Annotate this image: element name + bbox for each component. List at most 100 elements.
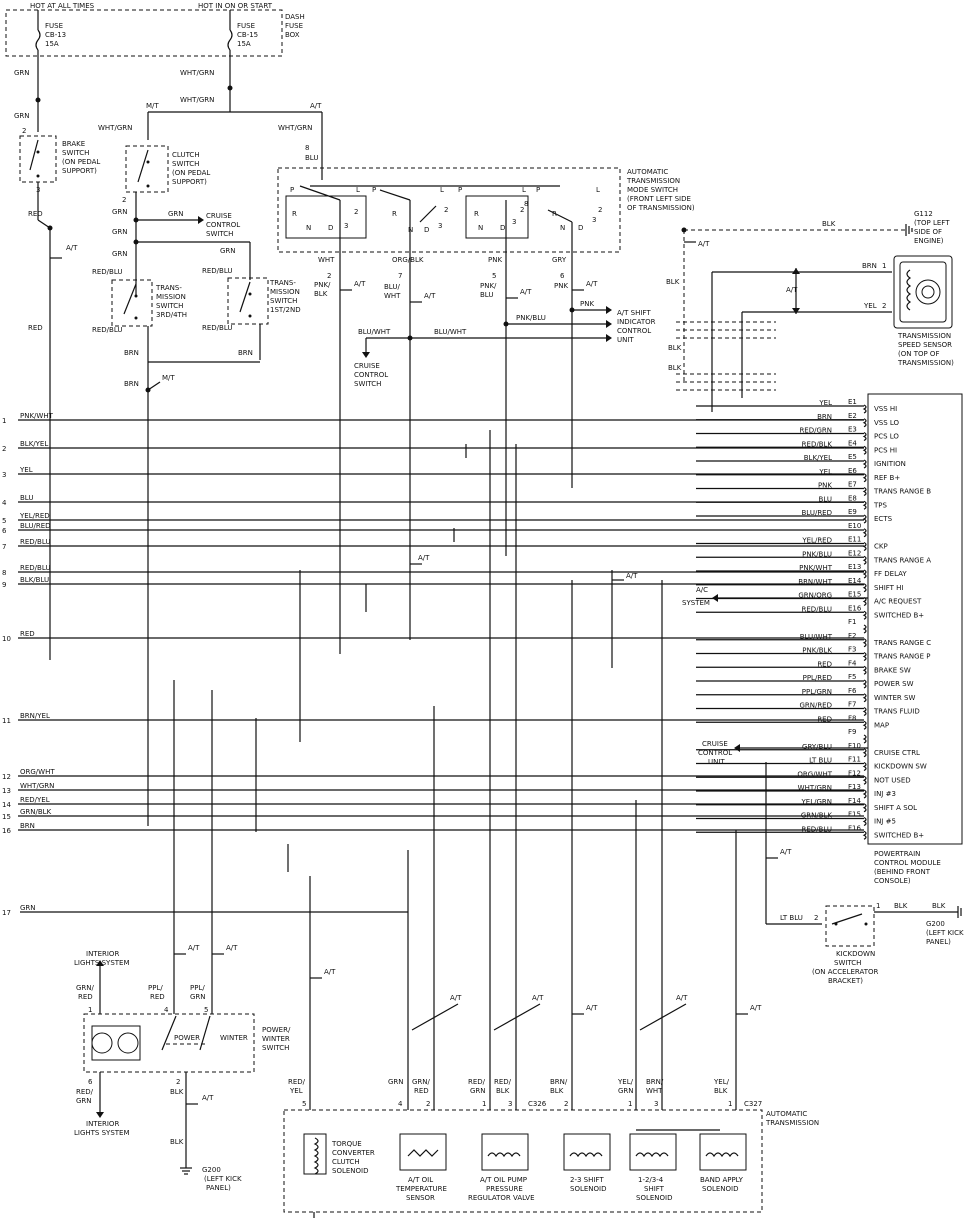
- svg-text:R: R: [474, 210, 479, 218]
- svg-text:5: 5: [492, 272, 496, 280]
- svg-text:RED: RED: [150, 993, 165, 1001]
- svg-text:GRY: GRY: [552, 256, 567, 264]
- svg-text:SWITCH: SWITCH: [270, 297, 297, 305]
- pcm-wire-label: LT BLU: [809, 757, 832, 765]
- pcm-pin-label: TRANS RANGE B: [873, 488, 931, 496]
- svg-text:A/T: A/T: [450, 994, 462, 1002]
- svg-text:GRN: GRN: [190, 993, 206, 1001]
- svg-text:LIGHTS SYSTEM: LIGHTS SYSTEM: [74, 959, 130, 967]
- pcm-pin: E2: [848, 412, 857, 420]
- svg-text:PRESSURE: PRESSURE: [486, 1185, 523, 1193]
- svg-text:BLU/WHT: BLU/WHT: [434, 328, 467, 336]
- svg-text:P: P: [372, 186, 376, 194]
- pcm-pin-label: TRANS RANGE A: [873, 556, 931, 564]
- left-row-wire: YEL/RED: [19, 512, 50, 520]
- g112-ground: BLK G112 (TOP LEFT SIDE OF ENGINE) A/T: [681, 210, 950, 248]
- pcm-pin-connector: [862, 541, 867, 552]
- svg-text:CLUTCH: CLUTCH: [172, 151, 200, 159]
- pcm-pin-connector: [862, 610, 867, 620]
- pcm-pin-connector: [862, 418, 867, 428]
- dash-fuse-box: HOT AT ALL TIMES HOT IN ON OR START DASH…: [5, 2, 305, 57]
- pcm-pin-connector: [862, 761, 867, 772]
- pcm-wire-label: RED: [817, 660, 832, 668]
- pcm-pin-label: SHIFT HI: [874, 584, 904, 592]
- pcm-pin: E10: [848, 522, 861, 530]
- svg-text:2: 2: [122, 196, 126, 204]
- svg-text:5: 5: [302, 1100, 306, 1108]
- pcm-pin-label: SWITCHED B+: [874, 611, 924, 619]
- svg-text:A/T: A/T: [424, 292, 436, 300]
- left-row-wire: RED/BLU: [20, 564, 51, 572]
- svg-text:BRACKET): BRACKET): [828, 977, 863, 985]
- svg-text:GRN: GRN: [14, 69, 30, 77]
- svg-text:WHT/GRN: WHT/GRN: [278, 124, 312, 132]
- left-row-wire: YEL: [19, 466, 33, 474]
- left-row-number: 17: [2, 909, 11, 917]
- svg-text:RED/: RED/: [494, 1078, 512, 1086]
- svg-text:A/T SHIFT: A/T SHIFT: [617, 309, 651, 317]
- pcm-wire-label: BRN/WHT: [798, 578, 832, 586]
- svg-text:FUSE: FUSE: [237, 22, 255, 30]
- svg-text:BLU: BLU: [480, 291, 493, 299]
- svg-text:A/T: A/T: [226, 944, 238, 952]
- svg-text:OF TRANSMISSION): OF TRANSMISSION): [627, 204, 695, 212]
- svg-text:(LEFT KICK: (LEFT KICK: [204, 1175, 242, 1183]
- svg-text:POWERTRAIN: POWERTRAIN: [874, 850, 920, 858]
- svg-text:N: N: [478, 224, 483, 232]
- svg-text:1ST/2ND: 1ST/2ND: [270, 306, 301, 314]
- pcm-pin-connector: [862, 431, 867, 442]
- svg-text:CRUISE: CRUISE: [702, 740, 728, 748]
- pcm-pin: F10: [848, 742, 861, 750]
- svg-text:4: 4: [398, 1100, 403, 1108]
- pcm-pin: E12: [848, 549, 861, 557]
- svg-text:ENGINE): ENGINE): [914, 237, 944, 245]
- pcm-pin: F14: [848, 797, 861, 805]
- svg-text:A/T: A/T: [354, 280, 366, 288]
- svg-text:BRN: BRN: [124, 380, 139, 388]
- svg-text:(TOP LEFT: (TOP LEFT: [914, 219, 950, 227]
- svg-text:RED: RED: [414, 1087, 429, 1095]
- svg-text:REGULATOR VALVE: REGULATOR VALVE: [468, 1194, 535, 1202]
- svg-text:A/T: A/T: [532, 994, 544, 1002]
- left-row-wire: PNK/WHT: [20, 412, 54, 420]
- pcm-pin-label: TRANS FLUID: [873, 708, 920, 716]
- pcm-pin-label: CKP: [874, 543, 888, 551]
- svg-text:D: D: [328, 224, 333, 232]
- svg-text:R: R: [292, 210, 297, 218]
- svg-text:UNIT: UNIT: [617, 336, 634, 344]
- left-row-wire: BLK/YEL: [20, 440, 48, 448]
- pcm-pin-label: PCS HI: [874, 446, 897, 454]
- svg-text:TRANSMISSION): TRANSMISSION): [897, 359, 954, 367]
- svg-text:A/T: A/T: [418, 554, 430, 562]
- svg-text:BLU: BLU: [305, 154, 318, 162]
- svg-text:BAND APPLY: BAND APPLY: [700, 1176, 744, 1184]
- svg-text:2-3 SHIFT: 2-3 SHIFT: [570, 1176, 604, 1184]
- svg-text:A/T: A/T: [586, 280, 598, 288]
- svg-text:M/T: M/T: [162, 374, 175, 382]
- svg-text:R: R: [392, 210, 397, 218]
- svg-text:POWER/: POWER/: [262, 1026, 291, 1034]
- automatic-transmission-mode-switch: AUTOMATIC TRANSMISSION MODE SWITCH (FRON…: [277, 160, 695, 253]
- svg-text:A/C: A/C: [696, 586, 708, 594]
- svg-text:P: P: [536, 186, 540, 194]
- svg-text:G200: G200: [926, 920, 945, 928]
- svg-text:CB-15: CB-15: [237, 31, 258, 39]
- pcm-wire-label: YEL: [818, 399, 832, 407]
- left-row-number: 8: [2, 569, 6, 577]
- brake-switch: 2 3 BRAKE SWITCH (ON PEDAL SUPPORT): [19, 127, 100, 194]
- svg-text:1: 1: [628, 1100, 632, 1108]
- pcm-wire-label: BLU/RED: [801, 509, 832, 517]
- pcm-pin-connector: [862, 679, 867, 689]
- pcm-pin-label: BRAKE SW: [874, 666, 911, 674]
- pcm-pin-label: REF B+: [874, 474, 900, 482]
- svg-text:YEL/: YEL/: [617, 1078, 634, 1086]
- pcm-pin-connector: [862, 486, 867, 497]
- svg-text:SOLENOID: SOLENOID: [702, 1185, 738, 1193]
- svg-text:INTERIOR: INTERIOR: [86, 1120, 119, 1128]
- pcm-wire-label: RED/BLU: [801, 825, 832, 833]
- svg-text:BRN/: BRN/: [550, 1078, 568, 1086]
- pcm-pin-connector: [862, 706, 867, 717]
- svg-text:TRANSMISSION: TRANSMISSION: [626, 177, 680, 185]
- svg-text:3: 3: [512, 218, 516, 226]
- svg-text:4: 4: [164, 1006, 169, 1014]
